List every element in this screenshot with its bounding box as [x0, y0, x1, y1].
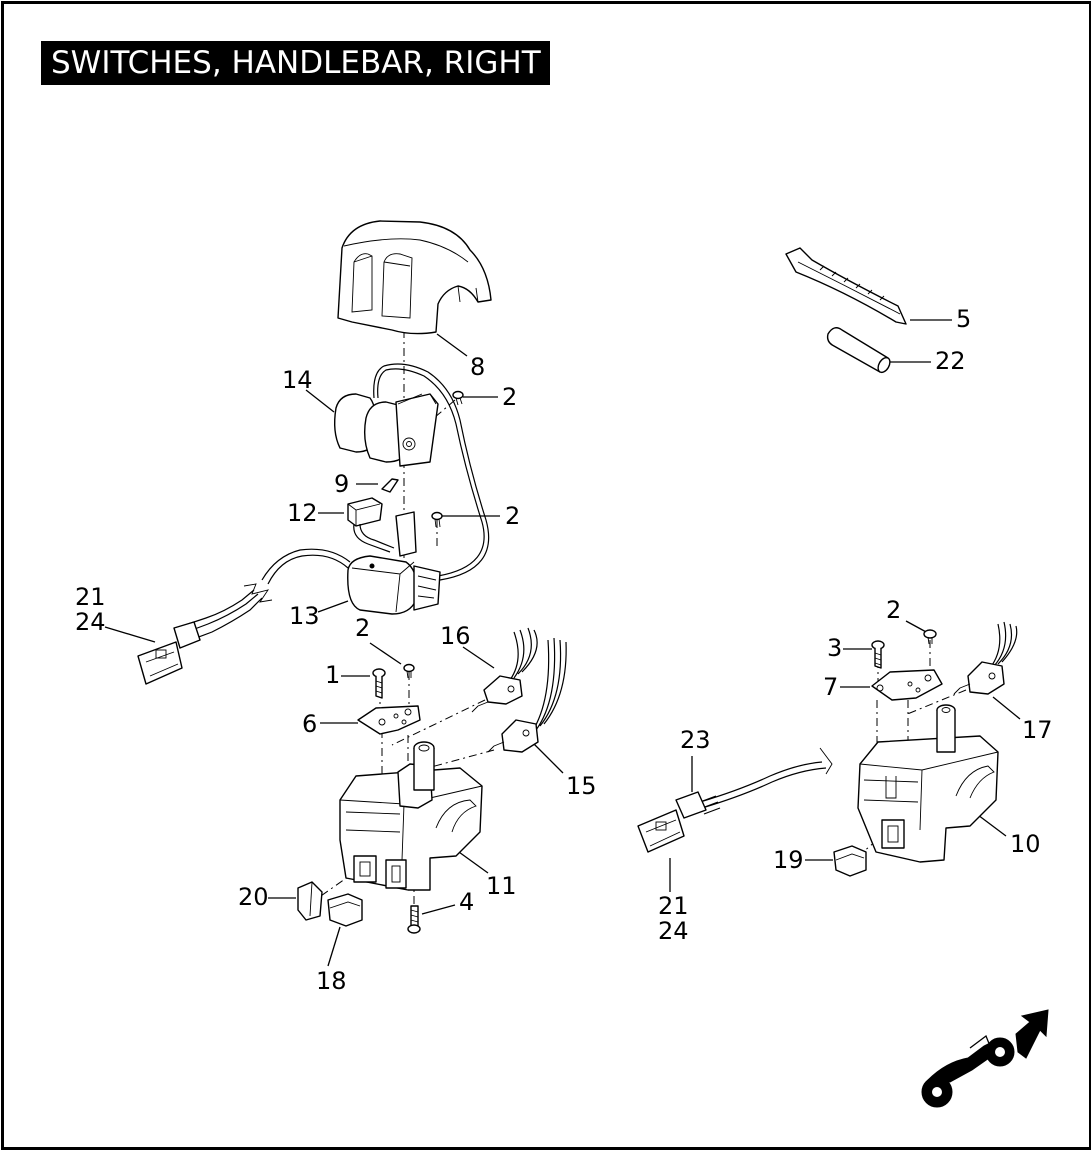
- callout-13: 13: [289, 602, 320, 630]
- callout-1: 1: [325, 661, 340, 689]
- callout-24-left: 24: [75, 608, 106, 636]
- callout-10: 10: [1010, 830, 1041, 858]
- callout-3: 3: [827, 634, 842, 662]
- callout-2-right: 2: [886, 596, 901, 624]
- screw-2-top-icon: [452, 390, 464, 406]
- callout-7: 7: [823, 673, 838, 701]
- part-10-lower-housing: [857, 704, 999, 863]
- part-18-button-cap: [327, 893, 363, 927]
- part-9-plate: [381, 478, 399, 493]
- callout-19: 19: [773, 846, 804, 874]
- callout-16: 16: [440, 622, 471, 650]
- callout-5: 5: [956, 305, 971, 333]
- part-22-sleeve: [826, 327, 891, 374]
- screw-3-icon: [871, 640, 885, 669]
- callout-21-left: 21: [75, 583, 106, 611]
- part-16-switch: [471, 627, 538, 713]
- callout-6: 6: [302, 710, 317, 738]
- callout-21-right: 21: [658, 892, 689, 920]
- part-6-mount-plate: [357, 705, 421, 735]
- screw-2-right-icon: [923, 629, 937, 645]
- part-11-lower-housing: [339, 741, 483, 891]
- callout-11: 11: [486, 872, 517, 900]
- leader-lines: [104, 319, 1021, 967]
- screw-2-mid-icon: [431, 511, 443, 528]
- callout-22: 22: [935, 347, 966, 375]
- callout-2-mid: 2: [505, 502, 520, 530]
- callout-4: 4: [459, 888, 474, 916]
- part-15-switch: [487, 637, 567, 753]
- part-20-button-cap: [297, 881, 323, 921]
- callout-23: 23: [680, 726, 711, 754]
- screw-1-icon: [372, 668, 386, 699]
- connector-21-24-right: [637, 747, 833, 853]
- callout-17: 17: [1022, 716, 1053, 744]
- part-14-switch-assembly: [333, 363, 490, 581]
- part-7-mount-plate: [871, 669, 943, 701]
- screw-2-lower-icon: [403, 663, 415, 679]
- callout-labels: 8 14 2 9 12 2 21 24 13 2 16 1 6 15 11 20…: [75, 305, 1053, 995]
- callout-9: 9: [334, 470, 349, 498]
- part-13-switch-body: [261, 511, 441, 615]
- motorcycle-front-arrow-icon: [921, 1009, 1049, 1108]
- callout-2-lower: 2: [355, 614, 370, 642]
- callout-8: 8: [470, 353, 485, 381]
- part-19-button-cap: [833, 845, 867, 877]
- callout-24-right: 24: [658, 917, 689, 945]
- part-12-switch: [347, 497, 395, 553]
- callout-20: 20: [238, 883, 269, 911]
- callout-18: 18: [316, 967, 347, 995]
- callout-2-top: 2: [502, 383, 517, 411]
- screw-4-icon: [407, 905, 421, 934]
- diagram-title: SWITCHES, HANDLEBAR, RIGHT: [41, 41, 550, 85]
- part-8-housing-cover: [337, 220, 492, 335]
- connector-21-24-left: [137, 583, 273, 685]
- callout-14: 14: [282, 366, 313, 394]
- callout-12: 12: [287, 499, 318, 527]
- part-17-switch: [953, 621, 1018, 695]
- callout-15: 15: [566, 772, 597, 800]
- part-5-cable-strap: [785, 247, 907, 325]
